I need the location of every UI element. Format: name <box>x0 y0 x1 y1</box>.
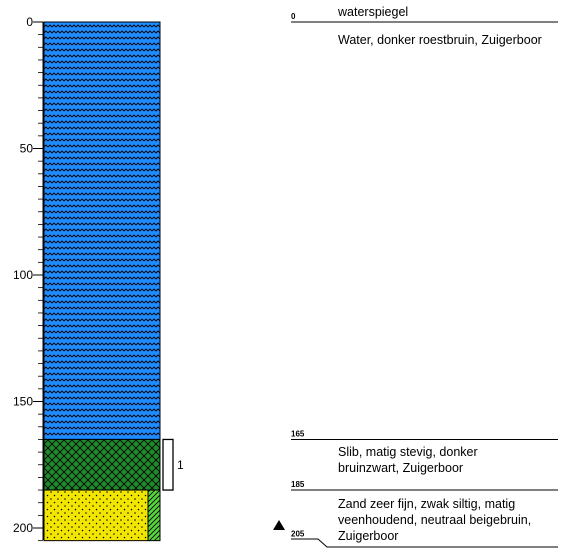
layer-description-slib: Slib, matig stevig, donker bruinzwart, Z… <box>338 444 478 476</box>
tick-label: 150 <box>13 395 33 409</box>
depth-label: 0 <box>291 12 296 21</box>
depth-axis: 0 50 100 150 200 <box>13 15 44 542</box>
description-line: veenhoudend, neutraal beigebruin, <box>338 513 532 527</box>
tick-label: 0 <box>26 15 33 29</box>
tick-label: 200 <box>13 521 33 535</box>
waterspiegel-label: waterspiegel <box>338 5 409 19</box>
depth-label: 205 <box>291 530 305 539</box>
description-line: Slib, matig stevig, donker <box>338 445 478 459</box>
major-ticks: 0 50 100 150 200 <box>13 15 43 535</box>
organic-admixture-strip <box>147 489 161 542</box>
triangle-up-icon <box>273 520 285 530</box>
sample-label: 1 <box>177 458 184 472</box>
tick-label: 100 <box>13 268 33 282</box>
minor-ticks <box>38 21 43 542</box>
layer-description-zand: Zand zeer fijn, zwak siltig, matig veenh… <box>338 496 531 544</box>
description-line: Zuigerboor <box>338 529 399 543</box>
water-layer <box>43 21 161 440</box>
end-boundary-line <box>291 538 558 548</box>
lithology-column <box>43 21 161 542</box>
zand-layer <box>43 489 149 542</box>
description-line: Zand zeer fijn, zwak siltig, matig <box>338 497 516 511</box>
depth-label: 185 <box>291 480 305 489</box>
layer-boundaries <box>291 21 558 548</box>
slib-layer <box>43 438 161 491</box>
layer-description-water: Water, donker roestbruin, Zuigerboor <box>338 33 542 47</box>
sample-marker <box>162 438 174 491</box>
description-line: bruinzwart, Zuigerboor <box>338 461 464 475</box>
depth-label: 165 <box>291 429 305 438</box>
tick-label: 50 <box>20 142 34 156</box>
